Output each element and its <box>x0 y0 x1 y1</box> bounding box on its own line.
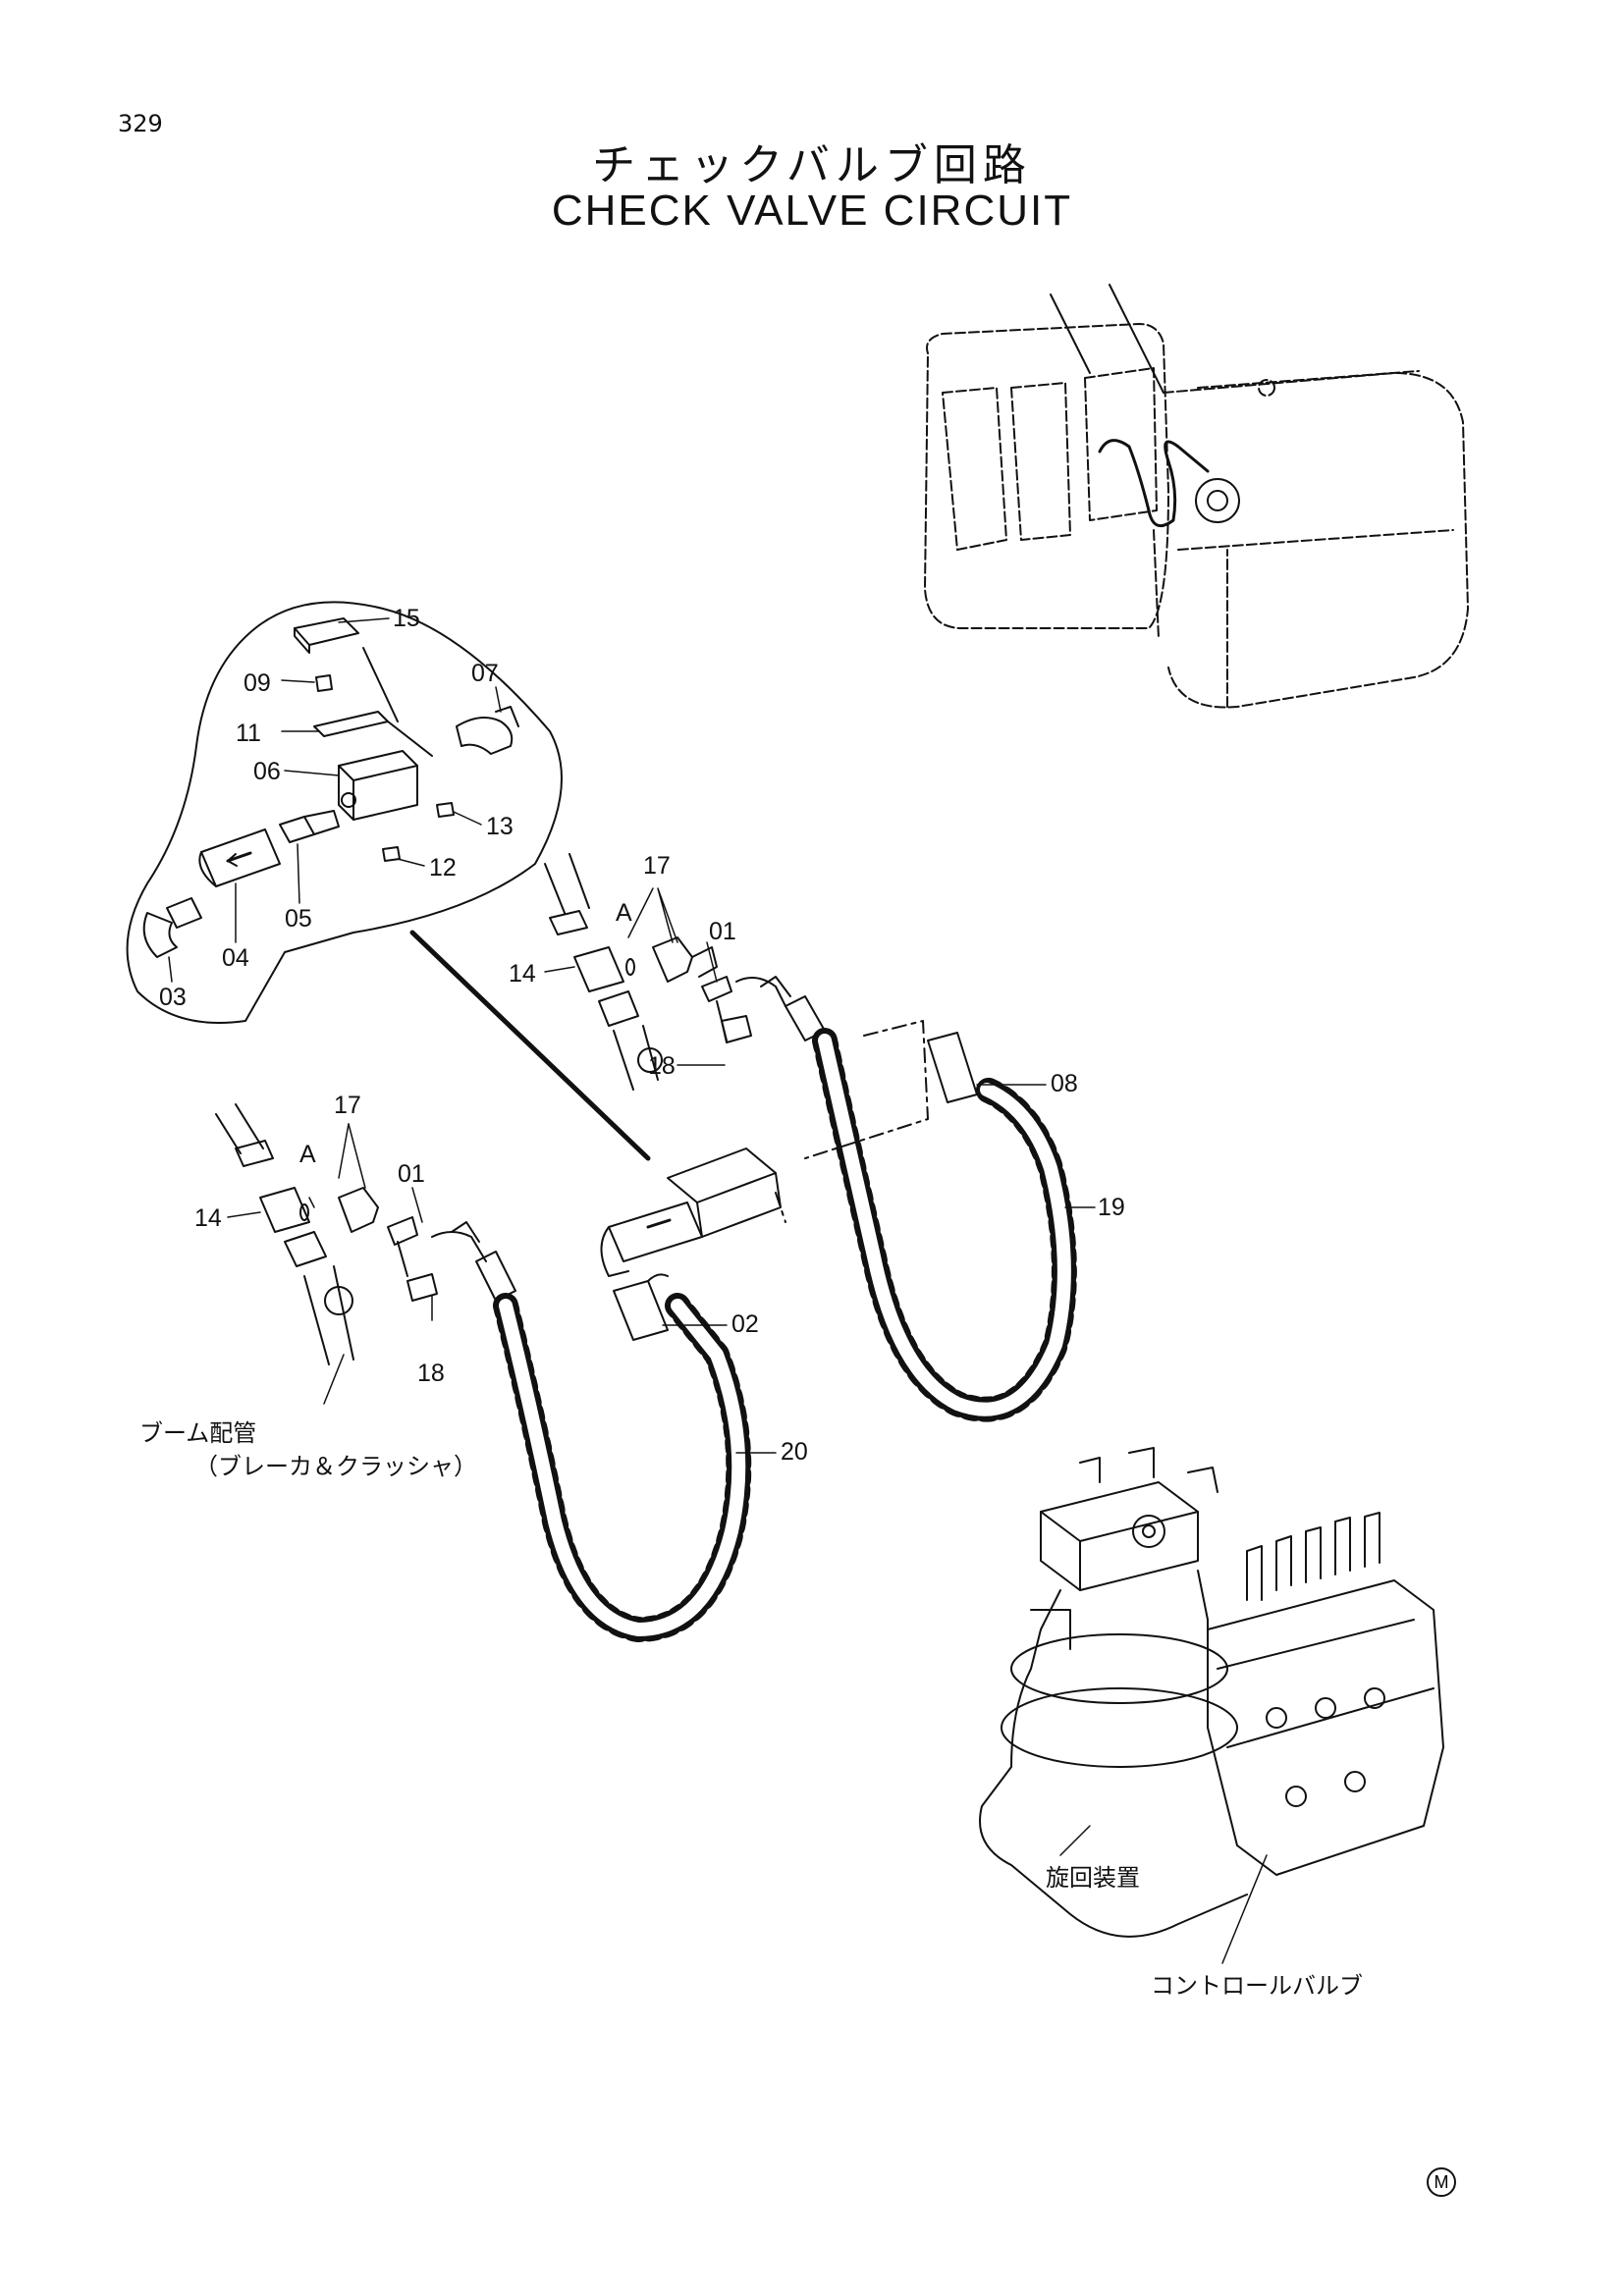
page-number: 329 <box>118 110 163 137</box>
part-label-12: 12 <box>429 854 457 881</box>
annotation-control-valve: コントロールバルブ <box>1151 1972 1363 2000</box>
view-label-a-lower: A <box>299 1141 316 1168</box>
view-label-a-upper: A <box>616 899 632 927</box>
part-label-08: 08 <box>1051 1070 1078 1097</box>
control-valve-drawing <box>1207 1512 1444 1876</box>
part-label-09: 09 <box>244 669 271 697</box>
detail-callout-outline <box>126 601 563 1024</box>
part-label-13: 13 <box>486 813 514 840</box>
part-label-14-upper: 14 <box>509 960 536 988</box>
excavator-outline <box>924 323 1469 709</box>
part-label-04: 04 <box>222 944 249 972</box>
part-label-06: 06 <box>253 758 281 785</box>
part-label-18-upper: 18 <box>648 1052 676 1080</box>
title-japanese: チェックバルブ回路 <box>592 140 1032 190</box>
part-label-01-lower: 01 <box>398 1160 425 1188</box>
part-label-15: 15 <box>393 605 420 632</box>
part-label-17-lower: 17 <box>334 1092 361 1119</box>
title-english: CHECK VALVE CIRCUIT <box>551 187 1073 235</box>
part-label-14-lower: 14 <box>194 1204 222 1232</box>
annotation-breaker-crusher: （ブレーカ＆クラッシャ） <box>194 1453 477 1480</box>
part-label-07: 07 <box>471 660 499 687</box>
part-label-19: 19 <box>1098 1194 1125 1221</box>
part-label-20: 20 <box>781 1438 808 1466</box>
part-label-03: 03 <box>159 984 187 1011</box>
part-label-02: 02 <box>731 1310 759 1338</box>
part-label-05: 05 <box>285 905 312 933</box>
part-label-01-upper: 01 <box>709 918 736 945</box>
part-label-11: 11 <box>236 720 261 747</box>
annotation-boom-piping: ブーム配管 <box>139 1419 257 1447</box>
part-label-18-lower: 18 <box>417 1360 445 1387</box>
annotation-swing-device: 旋回装置 <box>1046 1864 1140 1892</box>
manufacturer-mark: M <box>1427 2167 1456 2197</box>
part-label-17-upper: 17 <box>643 852 671 880</box>
